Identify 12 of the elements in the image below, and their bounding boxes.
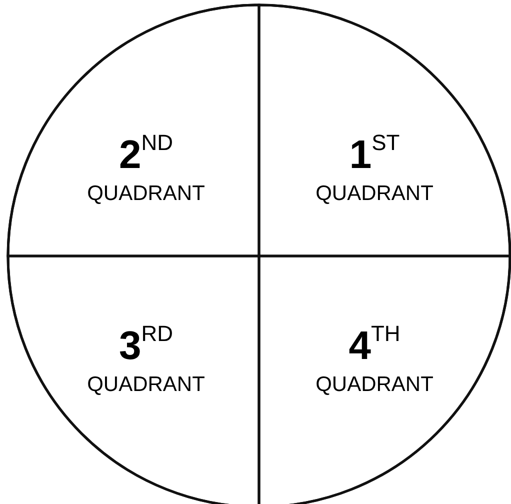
quadrant-region [259, 5, 510, 256]
quadrant-label: QUADRANT [87, 372, 205, 398]
quadrant-label: QUADRANT [316, 181, 434, 207]
quadrant-number: 1$^{ST}$ [349, 133, 400, 177]
quadrant-number: 2$^{ND}$ [118, 133, 174, 177]
quadrant-label: QUADRANT [87, 181, 205, 207]
quadrant-region [259, 256, 510, 504]
quadrant-number: 4$^{TH}$ [348, 324, 400, 368]
quadrant-region [8, 256, 259, 504]
quadrant-label: QUADRANT [316, 372, 434, 398]
quadrant-number: 3$^{RD}$ [118, 324, 174, 368]
quadrant-region [8, 5, 259, 256]
